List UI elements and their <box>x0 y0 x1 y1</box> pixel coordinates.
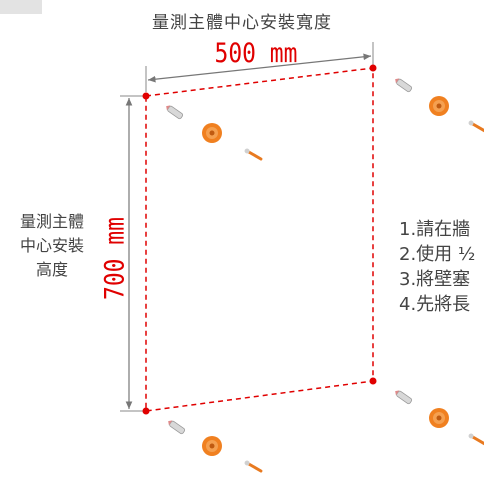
width-label: 量測主體中心安裝寬度 <box>152 13 332 33</box>
height-value: 700 mm <box>99 217 131 300</box>
anchor-icon <box>202 436 222 456</box>
anchor-icon <box>429 96 449 116</box>
hardware-group-bottom-right <box>395 390 484 446</box>
instruction-step: 3.將壁塞 <box>399 269 471 290</box>
instruction-step: 4.先將長 <box>399 294 471 315</box>
instruction-steps: 1.請在牆 2.使用 ½ 3.將壁塞 4.先將長 <box>399 217 475 317</box>
corner-tab <box>0 0 42 14</box>
anchor-icon <box>202 123 222 143</box>
mounting-frame <box>142 64 377 415</box>
height-dimension <box>120 95 144 412</box>
anchor-icon <box>429 408 449 428</box>
wall-plug-icon <box>395 390 413 405</box>
hardware-group-top-left <box>166 105 263 161</box>
corner-point-bottom-left <box>142 407 150 415</box>
corner-point-top-right <box>369 64 377 72</box>
corner-point-top-left <box>142 92 150 100</box>
screw-icon <box>244 460 263 473</box>
corner-point-bottom-right <box>369 377 377 385</box>
hardware-group-top-right <box>395 78 484 133</box>
screw-icon <box>468 120 484 133</box>
width-dimension-line <box>147 53 372 83</box>
wall-plug-icon <box>395 78 413 93</box>
wall-plug-icon <box>166 105 184 120</box>
wall-plug-icon <box>168 420 186 435</box>
mounting-frame-outline <box>145 67 374 412</box>
hardware-group-bottom-left <box>168 420 263 473</box>
width-dimension <box>145 42 374 92</box>
screw-icon <box>244 148 263 161</box>
width-value: 500 mm <box>214 38 298 69</box>
instruction-step: 2.使用 ½ <box>399 244 476 265</box>
instruction-step: 1.請在牆 <box>399 219 471 240</box>
screw-icon <box>468 433 484 446</box>
height-label: 量測主體 中心安裝 高度 <box>19 212 84 279</box>
